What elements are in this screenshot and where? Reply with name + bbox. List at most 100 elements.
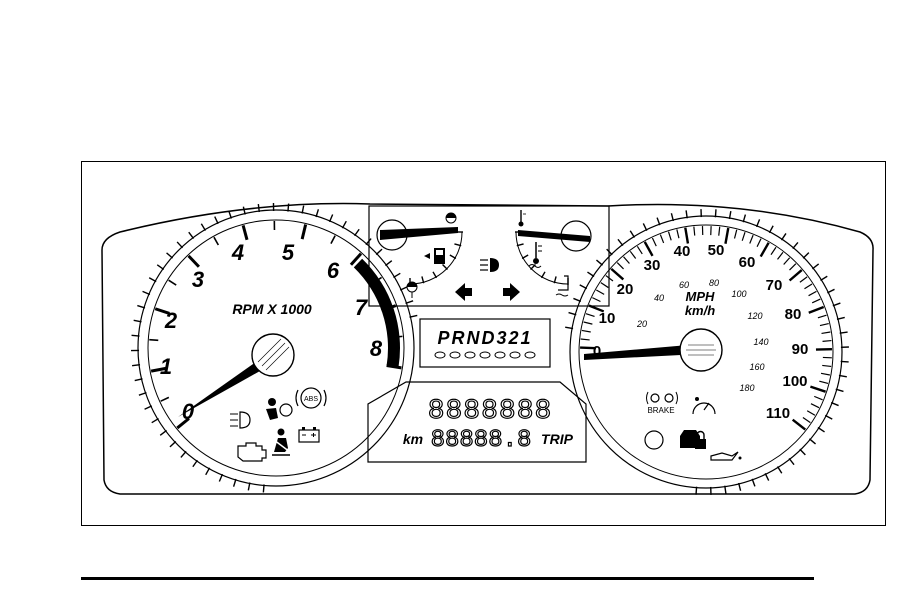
bezel-tooth: [263, 484, 264, 492]
speedo-tick: [790, 270, 802, 280]
bezel-tooth: [167, 253, 173, 258]
bezel-tooth: [177, 242, 182, 248]
kmh-number: 140: [753, 337, 768, 347]
kmh-number: 100: [731, 289, 746, 299]
speedometer: 0 10 20 30 40 50 60 70 80 90 100 110 20 …: [565, 209, 849, 495]
bezel-tooth: [587, 272, 594, 276]
odometer-unit: km: [403, 431, 423, 447]
fuel-tick: [450, 255, 456, 259]
gear-position-dot: [510, 352, 520, 358]
bezel-tooth: [342, 221, 346, 228]
temp-gauge-ticks: [515, 232, 568, 285]
bezel-tooth: [765, 473, 769, 480]
bezel-tooth: [215, 217, 218, 224]
speedo-tick: [803, 418, 810, 423]
speedo-ticks: [580, 226, 832, 430]
mph-number: 110: [766, 405, 790, 422]
bezel-tooth: [201, 224, 205, 231]
bezel-tooth: [193, 460, 198, 467]
kmh-number: 120: [747, 311, 762, 321]
mph-number: 10: [599, 310, 616, 327]
bezel-tooth: [385, 261, 391, 266]
bezel-tooth: [206, 468, 210, 475]
fuel-full-icon: [446, 213, 456, 223]
tach-tick: [149, 340, 158, 341]
tach-number: 8: [370, 336, 383, 361]
speedo-tick: [592, 298, 600, 302]
mph-number: 20: [617, 281, 634, 298]
speedo-tick: [809, 291, 817, 295]
mph-number: 50: [708, 242, 725, 259]
center-displays: PRND321 8888888 km 88888.8 TRIP: [368, 319, 586, 462]
speedo-tick: [819, 381, 828, 383]
tach-ticks: [149, 221, 402, 428]
tach-numbers: 0 1 2 3 4 5 6 7 8: [160, 240, 383, 424]
bezel-tooth: [160, 430, 166, 435]
bezel-tooth: [149, 278, 156, 282]
speedo-tick: [821, 373, 830, 375]
speedo-unit-kmh: km/h: [685, 303, 715, 318]
speedo-tick: [669, 232, 672, 241]
tach-number: 4: [231, 240, 244, 265]
speedo-tick: [601, 283, 609, 288]
bezel-tooth: [330, 215, 333, 222]
tach-number: 6: [327, 258, 340, 283]
gear-indicator: PRND321: [437, 328, 532, 348]
kmh-number: 80: [709, 278, 719, 288]
fuel-pump-icon: [424, 248, 445, 264]
bezel-tooth: [800, 449, 806, 455]
speedo-tick: [820, 324, 829, 326]
speedo-tick: [652, 238, 656, 246]
speedo-tick: [784, 258, 790, 265]
mph-number: 40: [674, 243, 691, 260]
trip-label: TRIP: [541, 431, 574, 447]
bezel-tooth: [219, 474, 222, 481]
seatbelt-icon: [272, 429, 290, 456]
left-turn-icon: [455, 283, 472, 301]
gear-position-dots: [435, 352, 535, 358]
bezel-tooth: [841, 361, 849, 362]
check-engine-icon: [238, 443, 266, 461]
speedo-tick: [611, 269, 623, 280]
mph-number: 100: [782, 373, 807, 390]
gear-position-dot: [435, 352, 445, 358]
speedo-tick: [761, 243, 769, 257]
bezel-tooth: [812, 264, 818, 269]
speedo-tick: [735, 230, 737, 239]
tach-number: 5: [282, 240, 295, 265]
speedo-tick: [804, 284, 812, 289]
bezel-tooth: [820, 276, 827, 280]
bezel-tooth: [643, 223, 647, 230]
speedo-tick: [582, 330, 591, 332]
speedo-tick: [811, 404, 819, 408]
speedo-tick: [581, 339, 590, 340]
speedo-tick: [823, 341, 832, 342]
bezel-tooth: [258, 204, 259, 212]
speedo-tick: [757, 239, 761, 247]
speedo-tick: [822, 365, 831, 366]
tach-number: 3: [192, 267, 204, 292]
bezel-tooth: [181, 451, 186, 457]
bezel-tooth: [803, 253, 809, 259]
speedo-tick: [807, 411, 815, 416]
bezel-tooth: [618, 239, 623, 245]
tach-number: 0: [182, 399, 195, 424]
speedo-tick: [800, 277, 807, 282]
speedo-tick: [778, 252, 784, 259]
speedo-tick: [810, 387, 825, 392]
gear-position-dot: [495, 352, 505, 358]
bezel-tooth: [778, 466, 782, 473]
speedo-tick: [630, 251, 635, 258]
speedo-tick: [793, 420, 806, 430]
bezel-tooth: [132, 335, 140, 336]
battery-icon: [299, 427, 319, 442]
speedo-tick: [814, 396, 822, 399]
speedo-unit-mph: MPH: [686, 289, 716, 304]
speedo-tick: [596, 290, 604, 294]
speedo-tick: [818, 315, 827, 318]
fuel-tick: [433, 272, 437, 278]
tach-tick: [331, 236, 335, 244]
gear-position-dot: [525, 352, 535, 358]
speedo-tick: [771, 247, 776, 254]
mph-number: 30: [644, 257, 661, 274]
